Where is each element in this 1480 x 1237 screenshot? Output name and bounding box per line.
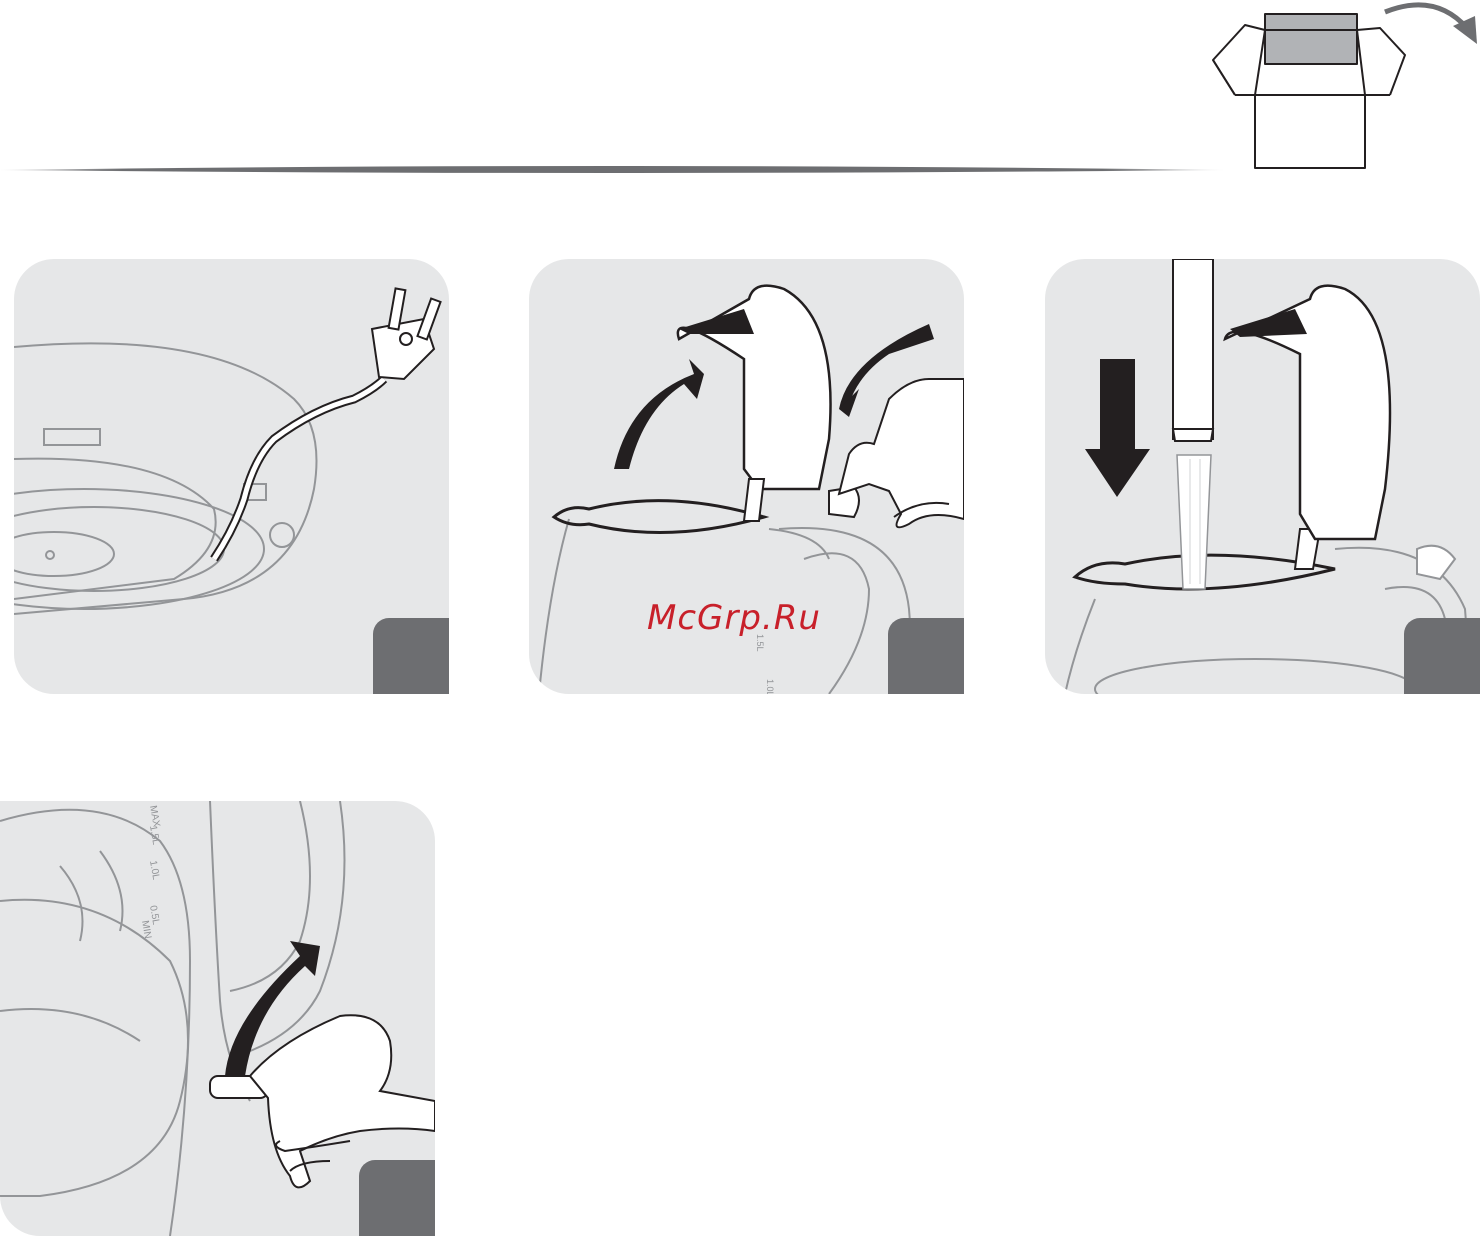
scale-1-5l: 1.5L (147, 825, 161, 847)
step-badge (359, 1160, 435, 1236)
header-divider (0, 164, 1225, 176)
step-badge (1404, 618, 1480, 694)
step-panel-fill-water (1045, 259, 1480, 694)
watermark-text: McGrp.Ru (647, 598, 821, 638)
scale-1-0l: 1.0L (765, 679, 775, 694)
step-panel-cord (14, 259, 449, 694)
step-badge (373, 618, 449, 694)
open-box-icon (1205, 0, 1480, 180)
step-badge (888, 618, 964, 694)
step-panel-switch-on: MAX 1.5L 1.0L 0.5L MIN (0, 801, 435, 1236)
scale-1-0l: 1.0L (147, 860, 161, 882)
